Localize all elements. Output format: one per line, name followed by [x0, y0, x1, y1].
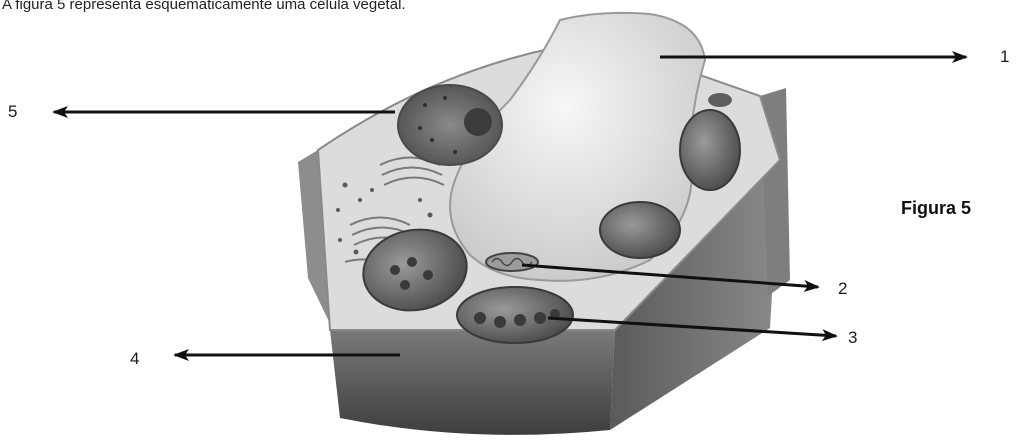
cell-wall-front [330, 330, 615, 435]
figure-label: Figura 5 [901, 198, 971, 219]
label-5: 5 [8, 102, 17, 122]
chloroplast-right-2 [600, 202, 680, 258]
chloroplast-right-3 [708, 93, 732, 107]
label-1: 1 [1000, 47, 1009, 67]
label-3: 3 [848, 328, 857, 348]
chloroplast-right-1 [680, 110, 740, 190]
nucleolus [464, 108, 492, 136]
label-2: 2 [838, 279, 847, 299]
label-4: 4 [130, 349, 139, 369]
